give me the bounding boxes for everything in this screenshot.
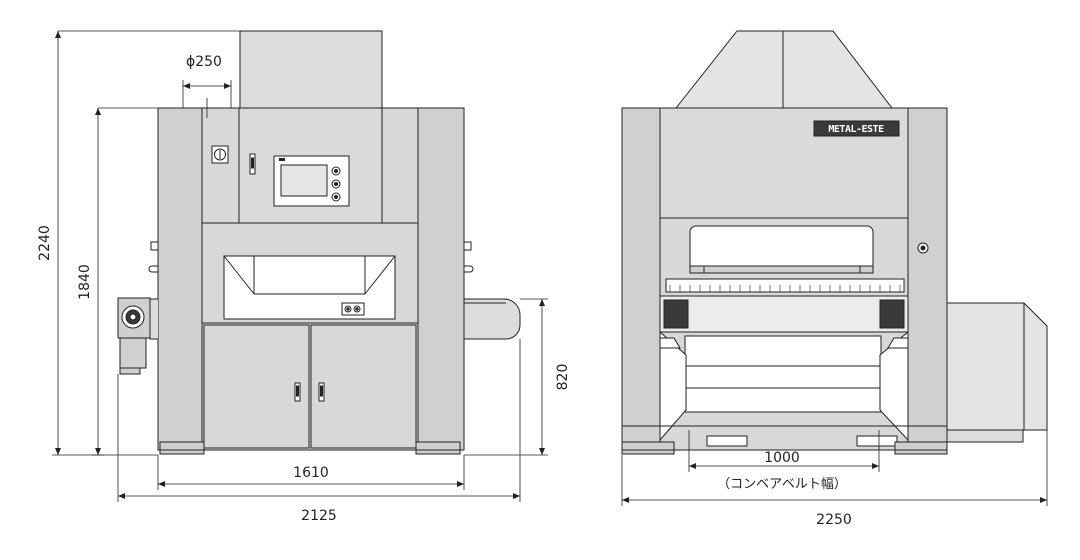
right-column bbox=[417, 107, 465, 451]
front-view bbox=[117, 30, 521, 455]
brand-plate-text: METAL-ESTE bbox=[828, 124, 884, 135]
dim-width-total-side: 2250 bbox=[816, 512, 852, 528]
dim-width-inner: 1610 bbox=[293, 465, 329, 481]
duct-housing bbox=[239, 30, 383, 109]
side-right-column bbox=[907, 107, 948, 451]
side-dimensions bbox=[621, 430, 1048, 506]
side-motor-box bbox=[946, 302, 1048, 431]
conveyor-table bbox=[659, 295, 909, 333]
dim-height-body: 1840 bbox=[77, 264, 93, 300]
conveyor-left bbox=[149, 298, 158, 340]
hood bbox=[674, 30, 894, 109]
work-inlet bbox=[223, 255, 396, 320]
dim-duct-diameter: ϕ250 bbox=[186, 54, 222, 70]
foot-left bbox=[159, 441, 205, 455]
dim-height-conveyor: 820 bbox=[555, 364, 571, 391]
dim-belt-width: 1000 bbox=[764, 450, 800, 466]
side-foot-right bbox=[894, 441, 948, 455]
right-top-panel bbox=[381, 107, 419, 224]
front-dimensions bbox=[52, 30, 548, 502]
dim-height-total: 2240 bbox=[37, 225, 53, 261]
brand-plate bbox=[813, 120, 900, 137]
side-left-column bbox=[621, 107, 661, 451]
cabinet-door-right bbox=[310, 324, 417, 449]
touch-screen bbox=[280, 164, 328, 197]
main-switch-panel bbox=[201, 107, 240, 224]
foot-right bbox=[415, 441, 461, 455]
cabinet-door-left bbox=[203, 324, 310, 449]
brush-row bbox=[665, 278, 905, 293]
side-foot-left bbox=[621, 441, 675, 455]
roller-window bbox=[689, 225, 874, 273]
dim-belt-width-note: （コンベアベルト幅） bbox=[717, 477, 847, 492]
tensioner-left bbox=[659, 337, 681, 349]
belt-roller bbox=[684, 335, 882, 413]
motor-body bbox=[119, 337, 147, 369]
tensioner-right bbox=[887, 337, 909, 349]
dim-width-total-front: 2125 bbox=[301, 508, 337, 524]
left-column bbox=[157, 107, 203, 451]
conveyor-right bbox=[463, 298, 521, 340]
side-view: METAL-ESTE bbox=[621, 30, 1048, 455]
